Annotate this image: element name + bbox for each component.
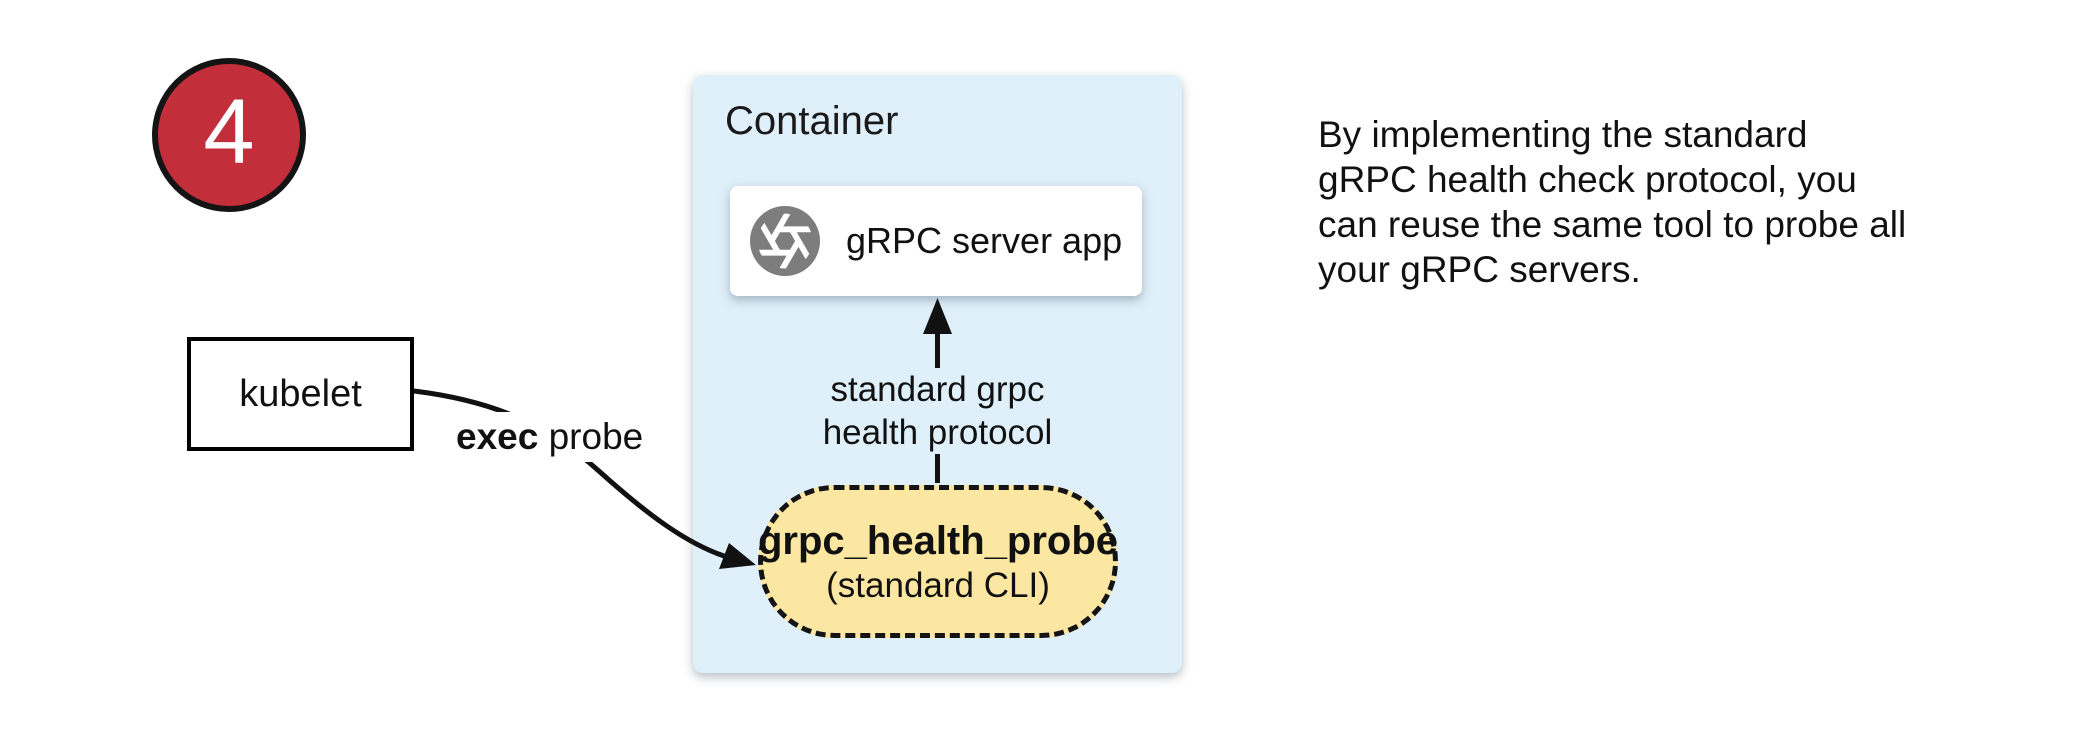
grpc-health-probe-title: grpc_health_probe — [757, 518, 1119, 563]
aperture-icon — [750, 206, 820, 276]
grpc-health-probe-subtitle: (standard CLI) — [826, 565, 1050, 605]
grpc-health-probe-node: grpc_health_probe (standard CLI) — [758, 485, 1118, 638]
grpc-server-app-node: gRPC server app — [730, 186, 1142, 296]
grpc-server-app-label: gRPC server app — [846, 220, 1123, 261]
kubelet-label: kubelet — [239, 372, 362, 415]
exec-probe-label-bold: exec — [456, 416, 539, 457]
container-group: Container gRPC server app grpc_health_pr… — [693, 75, 1182, 673]
step-badge: 4 — [152, 58, 306, 212]
exec-probe-label-rest: probe — [538, 416, 644, 457]
kubelet-node: kubelet — [187, 337, 414, 451]
step-number: 4 — [203, 81, 255, 183]
caption-text: By implementing the standard gRPC health… — [1318, 114, 1907, 290]
container-title: Container — [725, 99, 899, 143]
exec-probe-arrow-label: exec probe — [448, 412, 652, 462]
health-protocol-arrow-label: standard grpc health protocol — [772, 368, 1103, 454]
